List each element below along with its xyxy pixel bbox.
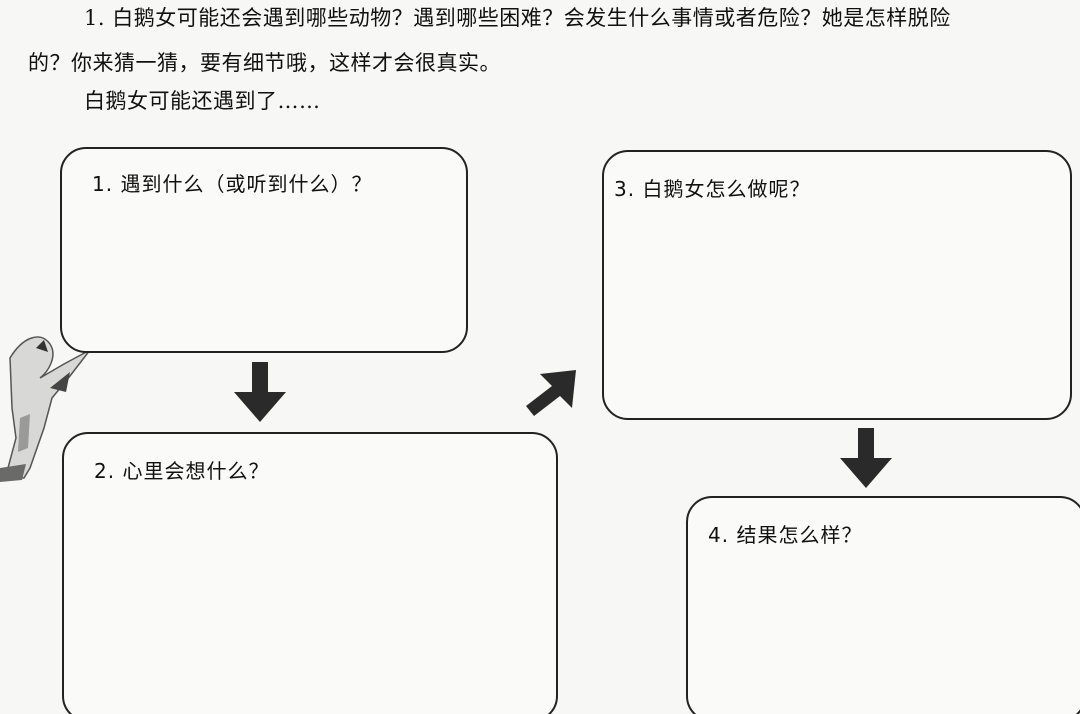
arrow-down-icon xyxy=(234,362,286,422)
encounter-box-label: 1. 遇到什么（或听到什么）？ xyxy=(92,172,373,196)
arrow-up-right-icon xyxy=(526,370,576,416)
arrow-down-icon xyxy=(840,428,892,488)
thoughts-box-label: 2. 心里会想什么？ xyxy=(94,459,270,483)
result-box-label: 4. 结果怎么样？ xyxy=(708,523,863,547)
encounter-box[interactable]: 1. 遇到什么（或听到什么）？ xyxy=(60,147,468,353)
thoughts-box[interactable]: 2. 心里会想什么？ xyxy=(62,432,558,714)
question-line-1: 1. 白鹅女可能还会遇到哪些动物？遇到哪些困难？会发生什么事情或者危险？她是怎样… xyxy=(84,6,951,30)
goose-girl-figure xyxy=(0,336,91,482)
prompt-line: 白鹅女可能还遇到了…… xyxy=(84,89,321,113)
question-line-2: 的？你来猜一猜，要有细节哦，这样才会很真实。 xyxy=(28,51,501,75)
result-box[interactable]: 4. 结果怎么样？ xyxy=(686,496,1080,714)
action-box[interactable]: 3. 白鹅女怎么做呢？ xyxy=(602,150,1072,420)
action-box-label: 3. 白鹅女怎么做呢？ xyxy=(614,177,811,201)
